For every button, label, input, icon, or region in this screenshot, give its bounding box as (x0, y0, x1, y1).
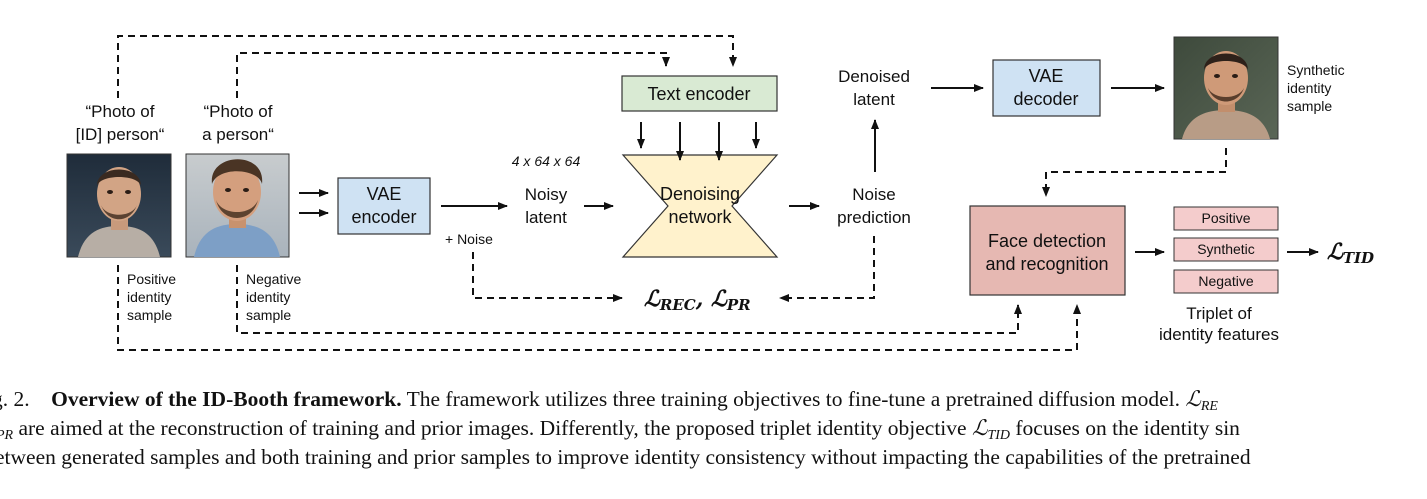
denoising-network-line-2: network (668, 207, 732, 227)
triplet-synthetic-box (1173, 237, 1279, 262)
positive-identity-photo (66, 153, 172, 258)
denoising-network-line-1: Denoising (660, 184, 740, 204)
solid-arrows (299, 84, 1319, 256)
text-encoder-label: Text encoder (647, 84, 750, 104)
caption-title: Overview of the ID-Booth framework. (51, 387, 402, 411)
triplet-label-line-1: Triplet of (1186, 304, 1252, 323)
caption-line-1: g. 2. Overview of the ID-Booth framework… (0, 387, 1218, 414)
positive-sample-line-1: Positive (127, 271, 176, 287)
positive-sample-line-3: sample (127, 307, 172, 323)
synthetic-sample-line-1: Synthetic (1287, 62, 1345, 78)
prompt-id-line-2: [ID] person“ (76, 125, 165, 144)
vae-decoder-box (992, 59, 1101, 117)
denoising-network-shape (621, 154, 779, 258)
triplet-positive-box (1173, 206, 1279, 231)
caption-line-2: PR are aimed at the reconstruction of tr… (0, 416, 1240, 443)
noisy-latent-line-2: latent (525, 208, 567, 227)
synthetic-sample-line-2: identity (1287, 80, 1331, 96)
denoised-latent-line-2: latent (853, 90, 895, 109)
text-encoder-box (621, 75, 778, 112)
caption-line-3: etween generated samples and both traini… (0, 445, 1251, 469)
loss-tid: ℒTID (1327, 239, 1374, 267)
noise-prediction-line-1: Noise (852, 185, 895, 204)
positive-sample-line-2: identity (127, 289, 171, 305)
triplet-positive-label: Positive (1201, 210, 1250, 226)
triplet-label-line-2: identity features (1159, 325, 1279, 344)
face-detection-line-1: Face detection (988, 231, 1106, 251)
vae-decoder-line-2: decoder (1013, 89, 1078, 109)
face-detection-line-2: and recognition (985, 254, 1108, 274)
noise-label: + Noise (445, 231, 493, 247)
vae-decoder-line-1: VAE (1029, 66, 1064, 86)
prompt-generic-line-1: “Photo of (204, 102, 273, 121)
figure-caption: g. 2. Overview of the ID-Booth framework… (0, 385, 1427, 495)
dashed-connectors (117, 35, 1227, 351)
triplet-negative-box (1173, 269, 1279, 294)
face-detection-box (969, 205, 1126, 296)
prompt-id-line-1: “Photo of (86, 102, 155, 121)
noisy-latent-line-1: Noisy (525, 185, 568, 204)
loss-rec-pr: ℒREC, ℒPR (644, 286, 751, 314)
negative-sample-line-1: Negative (246, 271, 301, 287)
synthetic-sample-line-3: sample (1287, 98, 1332, 114)
prompt-generic-line-2: a person“ (202, 125, 274, 144)
vae-encoder-line-2: encoder (351, 207, 416, 227)
latent-dims-label: 4 x 64 x 64 (512, 153, 581, 169)
triplet-synthetic-label: Synthetic (1197, 241, 1255, 257)
triplet-negative-label: Negative (1198, 273, 1253, 289)
noise-prediction-line-2: prediction (837, 208, 911, 227)
negative-sample-line-3: sample (246, 307, 291, 323)
vae-encoder-box (337, 177, 431, 235)
negative-identity-photo (185, 153, 290, 258)
negative-sample-line-2: identity (246, 289, 290, 305)
denoised-latent-line-1: Denoised (838, 67, 910, 86)
vae-encoder-line-1: VAE (367, 184, 402, 204)
synthetic-identity-photo (1173, 36, 1279, 140)
